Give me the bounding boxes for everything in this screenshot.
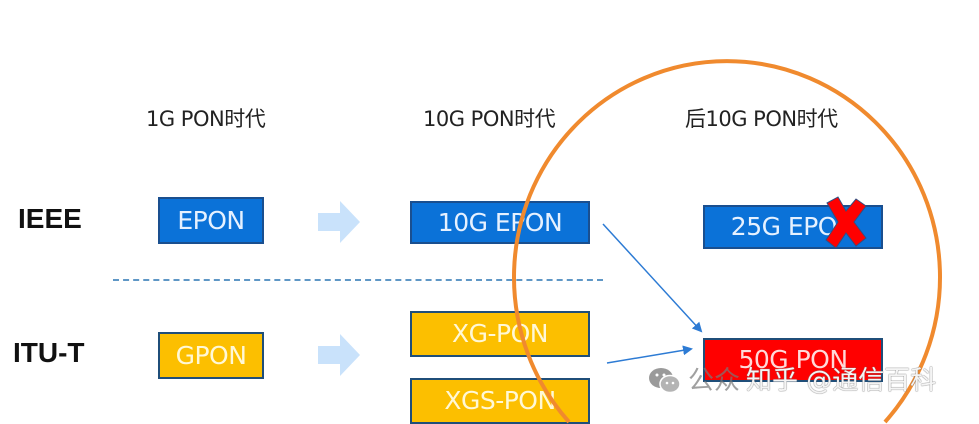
box-50g-pon-label: 50G PON [738, 345, 848, 374]
block-arrow-epon-to-10g-epon [318, 201, 360, 243]
box-50g-pon: 50G PON [703, 338, 883, 382]
box-epon: EPON [158, 197, 264, 244]
watermark: 公众 知乎 @通信百科 [648, 364, 936, 398]
box-10g-epon-label: 10G EPON [437, 207, 563, 237]
highlight-circle [512, 59, 942, 424]
box-xgs-pon: XGS-PON [410, 378, 590, 424]
arrow-xg-pon-to-50g-pon [606, 345, 693, 364]
wechat-icon [649, 368, 681, 394]
box-gpon: GPON [158, 332, 264, 379]
era-header-post-10g: 后10G PON时代 [685, 107, 838, 131]
box-gpon-label: GPON [175, 340, 247, 370]
box-xg-pon-label: XG-PON [452, 319, 548, 348]
box-xgs-pon-label: XGS-PON [444, 386, 556, 415]
cancel-x-icon [825, 196, 867, 249]
box-epon-label: EPON [177, 205, 245, 235]
arrow-10g-epon-to-50g-pon [602, 223, 703, 333]
watermark-text: 知乎 @通信百科 [746, 366, 937, 396]
box-10g-epon: 10G EPON [410, 201, 590, 244]
standard-label-ieee: IEEE [18, 203, 82, 234]
box-xg-pon: XG-PON [410, 311, 590, 357]
era-header-10g: 10G PON时代 [423, 107, 556, 131]
era-header-1g: 1G PON时代 [146, 107, 266, 131]
standard-label-itu-t: ITU-T [13, 337, 85, 368]
row-divider [113, 279, 603, 281]
block-arrow-gpon-to-xg-pon [318, 334, 360, 376]
watermark-prefix: 公众 [688, 366, 741, 396]
